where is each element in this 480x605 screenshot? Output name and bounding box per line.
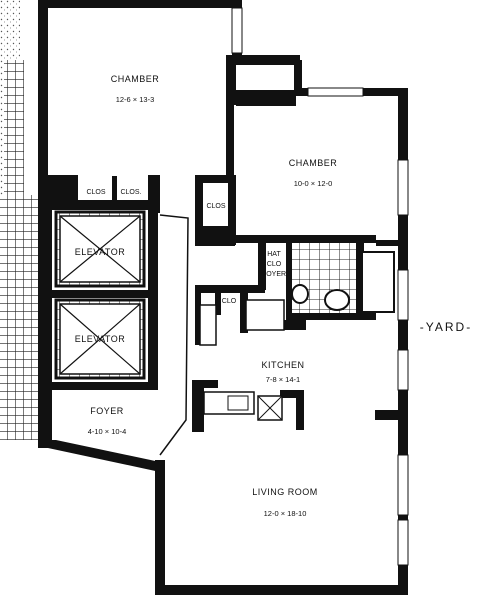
yard-label: -YARD- bbox=[420, 320, 472, 334]
foyer-dims: 4-10 × 10-4 bbox=[88, 427, 127, 436]
hat-closet-line-2: CLO bbox=[267, 261, 282, 268]
refrigerator bbox=[245, 299, 285, 331]
elevator-1-label: ELEVATOR bbox=[75, 247, 126, 257]
elevator-1 bbox=[54, 210, 146, 288]
living-room-name: LIVING ROOM bbox=[252, 487, 318, 497]
sink bbox=[291, 284, 309, 304]
chamber-1-dims: 12-6 × 13-3 bbox=[116, 95, 155, 104]
kitchen-sink bbox=[227, 395, 249, 411]
elevator-2 bbox=[54, 298, 146, 380]
clo-shelf bbox=[199, 304, 217, 346]
bathtub bbox=[361, 251, 395, 313]
chamber-2-name: CHAMBER bbox=[289, 158, 338, 168]
windows bbox=[231, 7, 409, 566]
foyer-name: FOYER bbox=[90, 406, 124, 416]
chamber-1-name: CHAMBER bbox=[111, 74, 160, 84]
closet-d-label: CLO bbox=[222, 298, 237, 305]
chamber-2-dims: 10-0 × 12-0 bbox=[294, 179, 333, 188]
living-room-dims: 12-0 × 18-10 bbox=[264, 509, 307, 518]
hat-closet-line-1: HAT bbox=[267, 251, 281, 258]
terrace-left-strip bbox=[4, 60, 24, 200]
kitchen-name: KITCHEN bbox=[261, 360, 304, 370]
toilet bbox=[324, 289, 350, 311]
elevator-2-label: ELEVATOR bbox=[75, 334, 126, 344]
closet-a-label: CLOS bbox=[86, 189, 105, 196]
walls bbox=[38, 0, 408, 595]
hat-closet-line-3: FOYER bbox=[262, 271, 286, 278]
closet-b-label: CLOS. bbox=[120, 189, 141, 196]
closet-c-label: CLOS bbox=[206, 203, 225, 210]
kitchen-dims: 7-8 × 14-1 bbox=[266, 375, 300, 384]
corridor-outline bbox=[159, 214, 189, 456]
